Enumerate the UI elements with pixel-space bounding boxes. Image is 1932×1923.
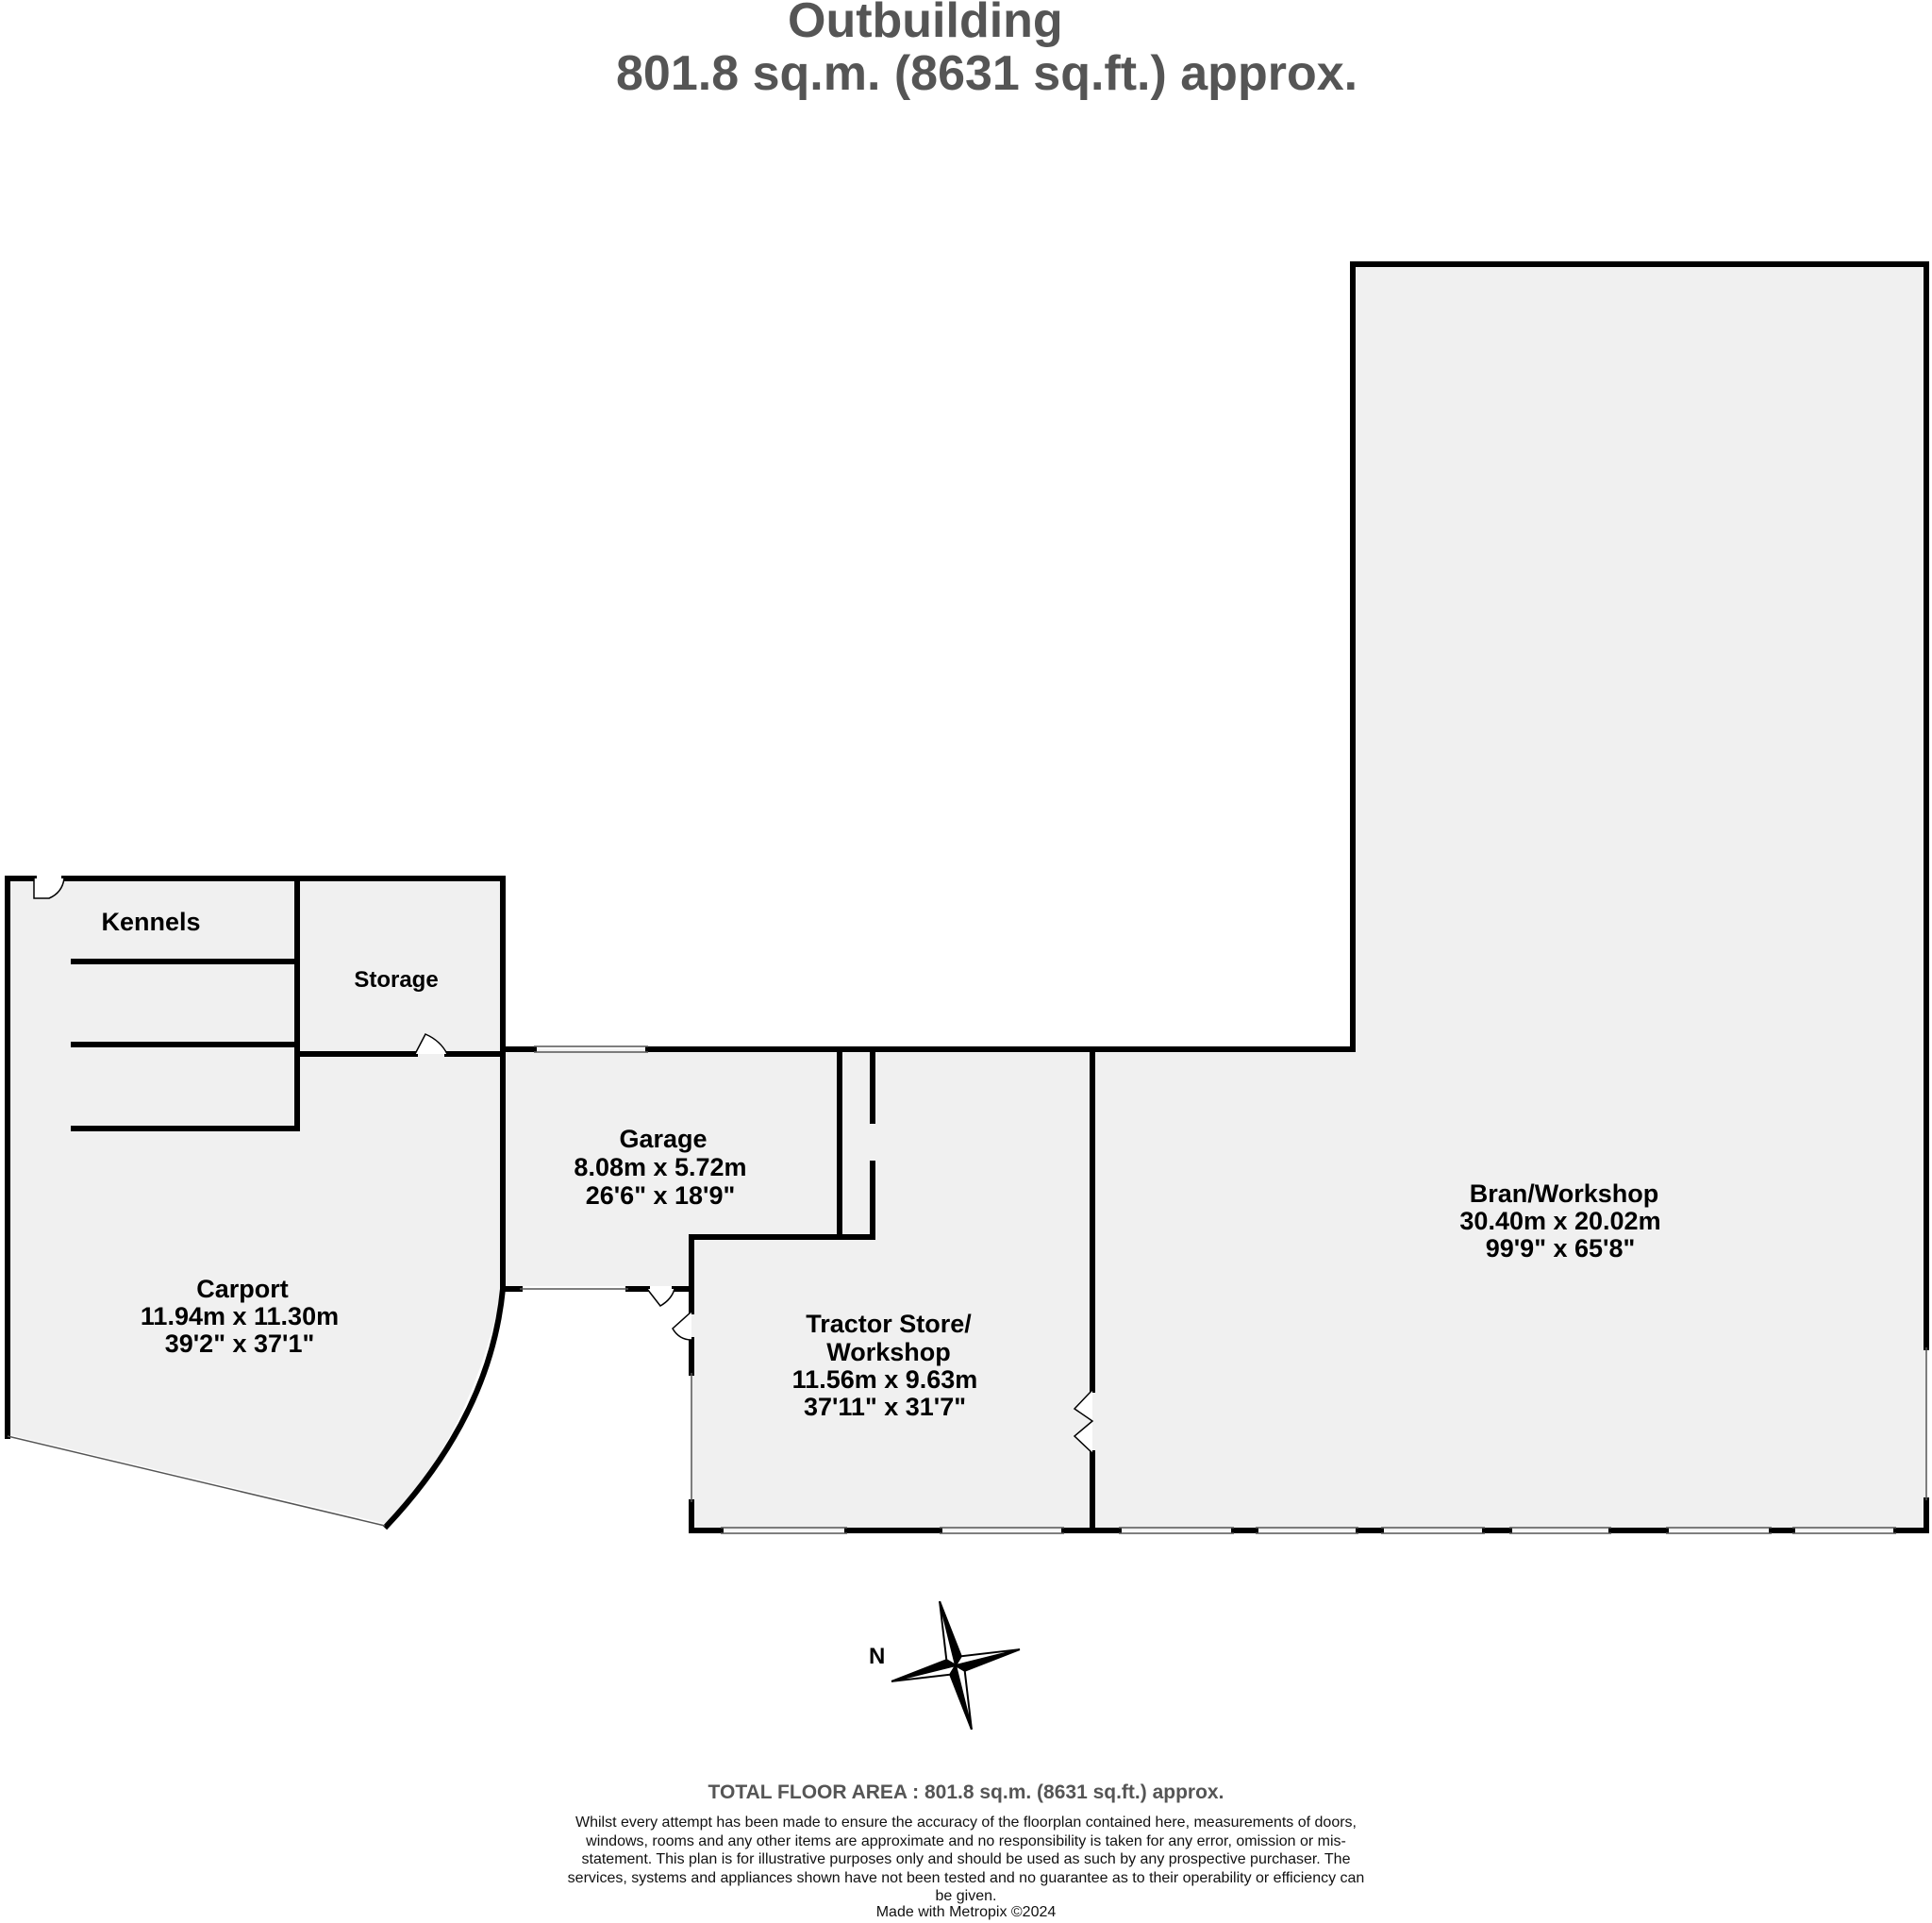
- room-labels: Kennels Storage Garage 8.08m x 5.72m 26'…: [101, 908, 1660, 1421]
- footer-credit: Made with Metropix ©2024: [875, 1904, 1057, 1920]
- tractor-store-metric: 11.56m x 9.63m: [792, 1365, 978, 1394]
- carport-floor: [8, 1052, 503, 1524]
- tractor-store-floor: [691, 1049, 1092, 1530]
- door-garage: [646, 1288, 675, 1307]
- floor-fills: [8, 264, 1926, 1530]
- garage-imperial: 26'6" x 18'9": [586, 1181, 736, 1210]
- garage-metric: 8.08m x 5.72m: [574, 1153, 746, 1181]
- door-storage: [414, 1033, 448, 1055]
- barn-floor: [1092, 264, 1926, 1530]
- garage-label: Garage: [619, 1125, 707, 1153]
- windows-barn-bottom: [1119, 1527, 1896, 1534]
- window-garage-top: [534, 1045, 648, 1053]
- window-tractor-bottom-1: [721, 1527, 847, 1534]
- kennels-storage-floor: [8, 878, 503, 1052]
- door-kennels: [33, 878, 65, 899]
- windows: [7, 1045, 1927, 1534]
- door-barn-divider: [1073, 1389, 1094, 1454]
- barn-metric: 30.40m x 20.02m: [1459, 1207, 1660, 1235]
- opening-carport: [7, 1435, 386, 1527]
- tractor-store-label-2: Workshop: [826, 1338, 951, 1366]
- door-tractor: [672, 1311, 692, 1341]
- tractor-store-imperial: 37'11" x 31'7": [804, 1393, 966, 1421]
- carport-label: Carport: [196, 1275, 289, 1303]
- footer-total-area: TOTAL FLOOR AREA : 801.8 sq.m. (8631 sq.…: [708, 1781, 1224, 1803]
- doors: [33, 878, 1094, 1454]
- kennels-label: Kennels: [101, 908, 200, 936]
- footer-disclaimer: Whilst every attempt has been made to en…: [567, 1814, 1365, 1904]
- compass-icon: N: [869, 1600, 1021, 1731]
- carport-imperial: 39'2" x 37'1": [165, 1329, 315, 1358]
- tractor-store-label-1: Tractor Store/: [806, 1310, 972, 1338]
- window-tractor-bottom-2: [940, 1527, 1064, 1534]
- carport-metric: 11.94m x 11.30m: [141, 1302, 339, 1330]
- wall-garage-right: [837, 1046, 875, 1240]
- plan-area: 801.8 sq.m. (8631 sq.ft.) approx.: [616, 46, 1358, 101]
- compass-north-label: N: [869, 1644, 885, 1669]
- storage-label: Storage: [354, 967, 438, 993]
- barn-imperial: 99'9" x 65'8": [1486, 1234, 1636, 1262]
- wall-barn-outline: [1350, 261, 1929, 1350]
- barn-label: Bran/Workshop: [1470, 1179, 1659, 1208]
- wall-garage-bottom: [500, 1234, 842, 1292]
- walls: [5, 261, 1929, 1533]
- wall-carport-curve: [382, 1285, 507, 1530]
- plan-title: Outbuilding: [788, 0, 1063, 48]
